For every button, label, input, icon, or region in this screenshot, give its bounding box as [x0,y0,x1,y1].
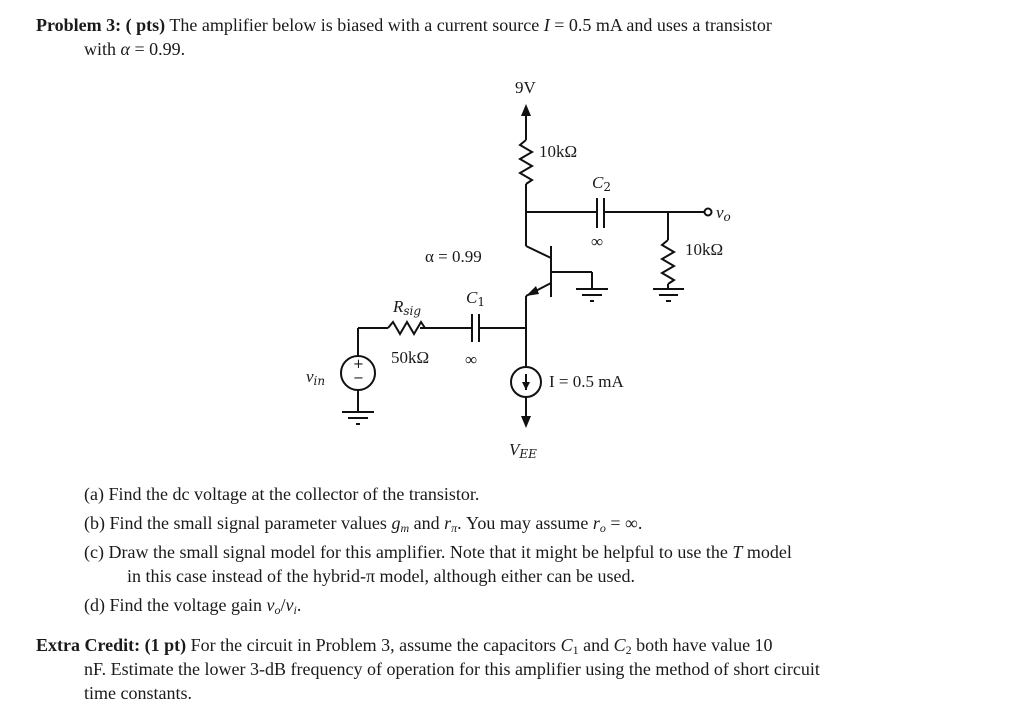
part-c-text: Draw the small signal model for this amp… [108,542,733,562]
part-b-text: Find the small signal parameter values [109,513,392,533]
c1-value: ∞ [465,350,478,369]
gm-sub: m [400,521,410,535]
vo-var: v [266,595,275,615]
rsig-resistor-icon [387,320,426,336]
vo-var: v [716,203,724,222]
current-variable: I [543,15,550,35]
supply-arrow-icon [521,104,531,116]
current-direction-icon [522,382,530,390]
problem-text-2: with [84,39,121,59]
gm-var: g [391,513,401,533]
part-b-and: and [409,513,445,533]
part-a-text: Find the dc voltage at the collector of … [108,484,480,504]
problem-text: The amplifier below is biased with a cur… [169,15,544,35]
part-b-post: . You may assume [457,513,593,533]
vo-sub: o [723,210,731,224]
ro-var: r [592,513,600,533]
part-d-text: Find the voltage gain [109,595,267,615]
part-d-label: (d) [84,595,105,615]
part-c-line1: (c) Draw the small signal model for this… [84,540,792,564]
rsig-name: R [393,297,404,316]
supply-label: 9V [515,78,536,97]
vee-var: V [509,440,520,459]
rc-resistor-icon [518,139,534,185]
vi-var: v [285,595,294,615]
c1-name: C [466,288,478,307]
c1-label: C1 [466,288,485,309]
vin-label: vin [306,367,325,388]
part-b: (b) Find the small signal parameter valu… [84,511,642,540]
part-d: (d) Find the voltage gain vo/vi. [84,593,301,622]
extra-credit-points: (1 pt) [144,635,187,655]
vo-label: vo [716,203,731,224]
vee-label: VEE [509,440,537,461]
ro-eq: = ∞. [605,513,643,533]
vi-sub: i [293,603,297,617]
extra-credit-heading: Extra Credit: [36,635,141,655]
rpi-sub: π [451,521,458,535]
c2-sub: 2 [603,180,611,194]
problem-statement-line2: with α = 0.99. [84,37,185,61]
and-text: and [578,635,614,655]
part-c-line2: in this case instead of the hybrid-π mod… [127,566,635,586]
extra-credit-line3: time constants. [84,683,192,703]
part-a-label: (a) [84,484,104,504]
vo-sub: o [274,603,281,617]
period: . [296,595,302,615]
part-b-label: (b) [84,513,105,533]
output-terminal-icon [703,207,713,217]
problem-points: ( pts) [125,15,166,35]
rl-resistor-icon [660,239,676,285]
alpha-value: = 0.99. [129,39,186,59]
c1-sub: 1 [477,295,485,309]
rsig-value: 50kΩ [391,348,430,367]
part-c-label: (c) [84,542,104,562]
vee-sub: EE [519,447,537,461]
extra-credit-line1: Extra Credit: (1 pt) For the circuit in … [36,633,773,662]
current-source-label: I = 0.5 mA [549,372,624,391]
source-minus-sign: − [353,371,364,386]
rpi-var: r [444,513,452,533]
alpha-variable: α [120,39,130,59]
rl-label: 10kΩ [685,240,724,259]
slash: / [280,595,286,615]
part-c-text-post: model [742,542,792,562]
c2-sub: 2 [625,643,632,657]
vee-arrow-icon [521,416,531,428]
extra-credit-line2: nF. Estimate the lower 3-dB frequency of… [84,659,820,679]
current-value: = 0.5 mA and uses a transistor [549,15,772,35]
vin-var: v [306,367,314,386]
extra-credit-text: For the circuit in Problem 3, assume the… [190,635,561,655]
c2-var: C [613,635,626,655]
extra-credit-text-post: both have value 10 [631,635,773,655]
c1-var: C [560,635,573,655]
vin-sub: in [313,374,326,388]
problem-heading: Problem 3: [36,15,122,35]
ro-sub: o [599,521,606,535]
part-a: (a) Find the dc voltage at the collector… [84,482,479,506]
c2-label: C2 [592,173,611,194]
problem-statement-line1: Problem 3: ( pts) The amplifier below is… [36,13,772,37]
c2-value: ∞ [591,232,604,251]
source-plus-sign: + [353,357,364,372]
emitter-arrow-icon [526,286,539,296]
c2-name: C [592,173,604,192]
alpha-label: α = 0.99 [425,247,482,266]
c1-sub: 1 [572,643,579,657]
t-model-var: T [732,542,743,562]
rsig-sub: sig [403,304,422,318]
rsig-label: Rsig [393,297,421,318]
rc-label: 10kΩ [539,142,578,161]
